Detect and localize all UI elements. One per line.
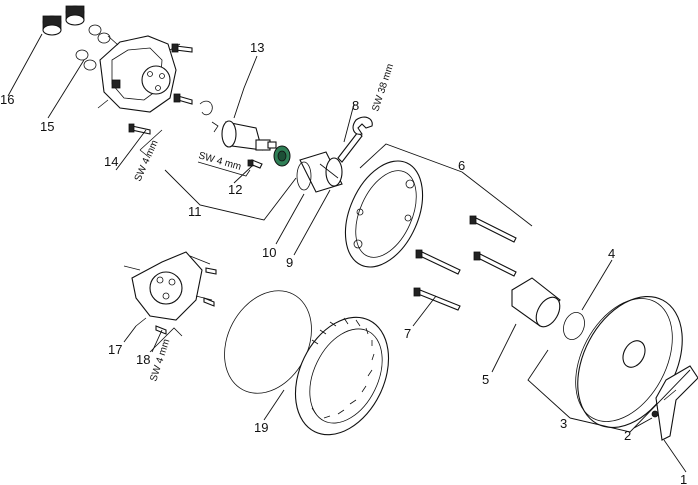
part-13-cartridge — [211, 120, 277, 151]
wrench-size-label: SW 38 mm — [370, 62, 396, 112]
label-2: 2 — [624, 428, 631, 443]
part-17-mounting-frame — [123, 251, 217, 327]
label-11: 11 — [188, 204, 202, 219]
long-screws — [413, 215, 517, 311]
label-18: 18 — [136, 352, 150, 367]
label-16: 16 — [0, 92, 14, 107]
label-13: 13 — [250, 40, 264, 55]
part-1-lever-handle — [655, 365, 698, 441]
hex-key-14: SW 4 mm — [128, 123, 163, 184]
part-5-sleeve — [511, 277, 561, 328]
label-17: 17 — [108, 342, 122, 357]
label-4: 4 — [608, 246, 615, 261]
label-9: 9 — [286, 255, 293, 270]
hex-key-18-size-label: SW 4 mm — [148, 338, 172, 383]
cartridge-nut — [273, 145, 291, 167]
label-5: 5 — [482, 372, 489, 387]
label-8: 8 — [352, 98, 359, 113]
leader-lines — [7, 33, 691, 473]
valve-body — [97, 35, 181, 113]
label-15: 15 — [40, 119, 54, 134]
label-19: 19 — [254, 420, 268, 435]
hex-key-11: SW 4 mm — [197, 150, 251, 177]
label-7: 7 — [404, 326, 411, 341]
part-8-wrench: SW 38 mm — [337, 62, 396, 163]
part-4-o-ring — [563, 312, 585, 340]
label-6: 6 — [458, 158, 465, 173]
part-9-sleeve — [296, 151, 343, 193]
label-1: 1 — [680, 472, 687, 485]
hex-key-11-size-label: SW 4 mm — [197, 150, 242, 173]
part-2-set-screw — [651, 410, 659, 418]
label-14: 14 — [104, 154, 118, 169]
valve-body-screws — [171, 43, 213, 116]
label-10: 10 — [262, 245, 276, 260]
part-6-rosette-plate — [344, 160, 424, 268]
part-labels: 16 15 14 13 12 11 10 9 8 6 7 4 5 3 2 1 1… — [0, 40, 687, 485]
label-3: 3 — [560, 416, 567, 431]
part-12-screw — [247, 159, 263, 169]
label-12: 12 — [228, 182, 242, 197]
rough-in-ring — [294, 316, 390, 436]
hex-key-18: SW 4 mm — [148, 325, 183, 383]
part-3-cover-plate — [575, 295, 683, 429]
part-16-caps — [42, 5, 85, 36]
hex-key-14-size-label: SW 4 mm — [133, 139, 161, 184]
